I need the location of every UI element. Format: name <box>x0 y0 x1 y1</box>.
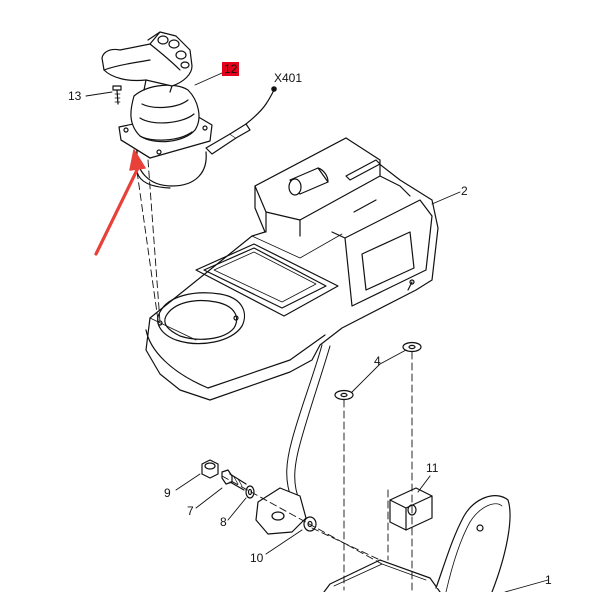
callout-8: 8 <box>220 515 227 529</box>
callout-x401: X401 <box>274 71 303 85</box>
callout-12: 12 <box>222 62 240 76</box>
callout-7: 7 <box>187 504 194 518</box>
callout-10: 10 <box>250 551 264 565</box>
callout-4: 4 <box>374 354 381 368</box>
callout-13: 13 <box>68 89 82 103</box>
callout-2: 2 <box>461 184 468 198</box>
callout-1: 1 <box>545 573 552 587</box>
console-housing <box>145 137 439 401</box>
wiring-cable <box>286 344 323 501</box>
mount-block-11 <box>389 487 433 531</box>
assembly-centerlines <box>133 149 413 591</box>
leader-lines <box>85 72 549 592</box>
fastener-hardware <box>201 459 317 535</box>
mounting-bracket <box>323 495 511 592</box>
red-pointer-arrow <box>94 149 146 256</box>
callout-9: 9 <box>164 486 171 500</box>
washer-4-group <box>334 341 422 401</box>
washer-4a <box>402 341 422 353</box>
callout-11: 11 <box>426 461 439 475</box>
washer-4b <box>334 389 354 401</box>
joystick-assembly <box>101 31 277 189</box>
